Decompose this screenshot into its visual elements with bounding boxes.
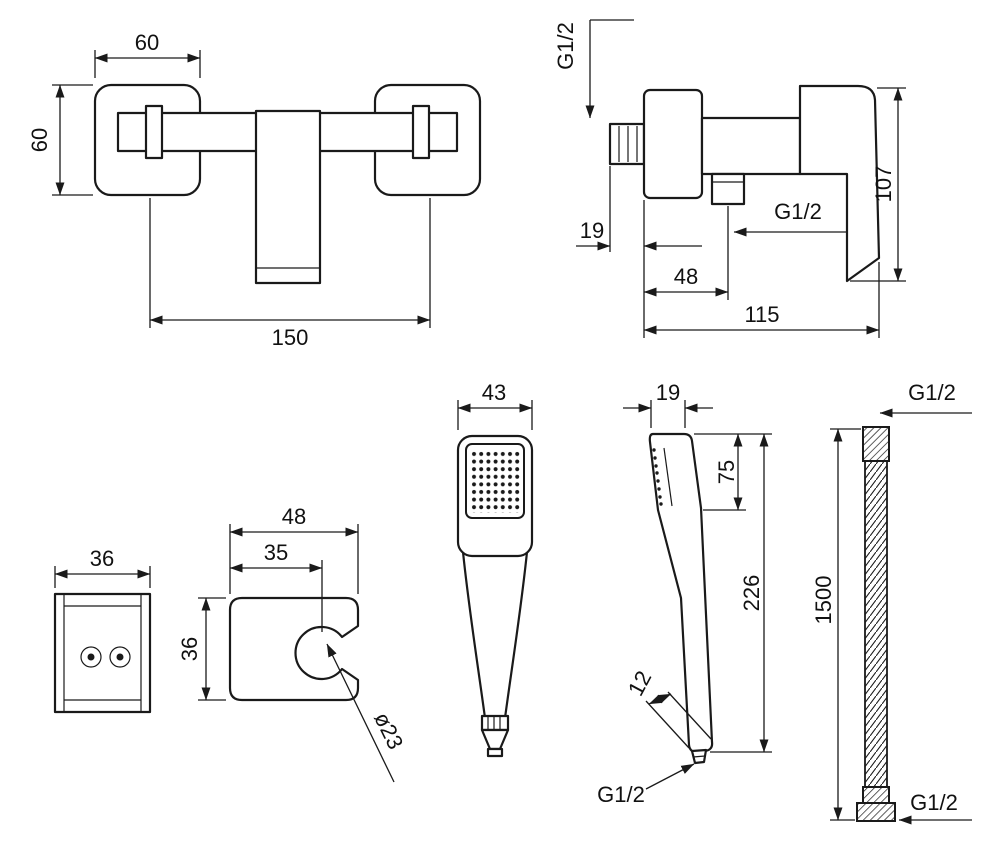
connector-cone [480, 728, 510, 751]
dim-mount-spacing: 150 [272, 325, 309, 350]
dim-inlet-thread: G1/2 [553, 22, 578, 70]
dim-plate-height: 60 [27, 128, 52, 152]
hose-fitting-bottom [862, 786, 890, 804]
mixer-center-block [254, 109, 322, 285]
dim-wall-depth: 19 [580, 218, 604, 243]
spray-band-line [663, 447, 673, 507]
stub-line [692, 755, 706, 758]
leader-line [326, 643, 395, 783]
bracket-plate [53, 592, 152, 714]
screw-center [116, 653, 124, 661]
extension-line [645, 700, 690, 749]
mixer-front-dimensions: 60 60 150 [27, 30, 431, 350]
dim-tip-diameter: 12 [623, 667, 657, 700]
dim-hole-offset: 35 [264, 540, 288, 565]
shower-bracket [228, 596, 360, 702]
mixer-side-view: G1/2 19 G1/2 48 115 107 [553, 19, 906, 338]
extension-line [667, 691, 712, 740]
screw-hole [80, 646, 102, 668]
dim-handshower-thread: G1/2 [597, 782, 645, 807]
collar-right [411, 104, 431, 160]
spray-face-dots [470, 450, 521, 513]
escutcheon [642, 88, 704, 200]
dim-hose-length: 1500 [811, 576, 836, 625]
dim-head-length: 75 [714, 460, 739, 484]
dim-body-height: 107 [871, 166, 896, 203]
dim-bracket-height: 36 [177, 637, 202, 661]
dim-bracket-width: 48 [282, 504, 306, 529]
dimension-line [648, 693, 672, 705]
handshower-front-view: 43 [456, 380, 534, 758]
dim-total-depth: 115 [744, 302, 779, 327]
dim-hole-diameter: ø23 [369, 708, 408, 753]
handle-lever [798, 84, 881, 283]
mixer-side-dimensions: G1/2 19 G1/2 48 115 107 [553, 19, 906, 338]
hose-view: 1500 G1/2 G1/2 [811, 380, 972, 825]
connector-ribs [480, 714, 510, 732]
wall-pipe [608, 122, 646, 166]
dim-plate-width: 60 [135, 30, 159, 55]
screw-center [87, 653, 95, 661]
hose-body [864, 460, 888, 788]
hose-fitting-top [862, 426, 890, 462]
bracket-back-dimensions: 36 [54, 546, 151, 588]
dim-total-length: 226 [739, 575, 764, 612]
dim-hose-thread-bottom: G1/2 [910, 790, 958, 815]
dim-head-depth: 19 [656, 380, 680, 405]
handshower-handle-front [461, 550, 529, 720]
screw-hole [109, 646, 131, 668]
handshower-side-view: 19 75 226 12 G1/2 [597, 380, 772, 807]
dim-outlet-thread: G1/2 [774, 199, 822, 224]
hose-nut [856, 802, 896, 822]
hose-dimensions: 1500 G1/2 G1/2 [811, 380, 972, 825]
mixer-body-side [700, 116, 802, 176]
outlet-port [710, 172, 746, 206]
bracket-side-dimensions: 48 35 36 ø23 [177, 504, 408, 783]
spray-dots-side [652, 448, 663, 506]
bracket-side-view: 48 35 36 ø23 [177, 504, 408, 783]
dim-hose-thread-top: G1/2 [908, 380, 956, 405]
dim-outlet-depth: 48 [674, 264, 698, 289]
dim-head-width: 43 [482, 380, 506, 405]
connector-nub [486, 747, 504, 758]
spray-plate-outline [465, 443, 525, 519]
handshower-front-dimensions: 43 [457, 380, 533, 430]
dim-plate-width: 36 [90, 546, 114, 571]
bracket-back-view: 36 [53, 546, 152, 714]
mixer-front-view: 60 60 150 [27, 30, 482, 350]
leader-line [645, 763, 695, 790]
collar-left [144, 104, 164, 160]
